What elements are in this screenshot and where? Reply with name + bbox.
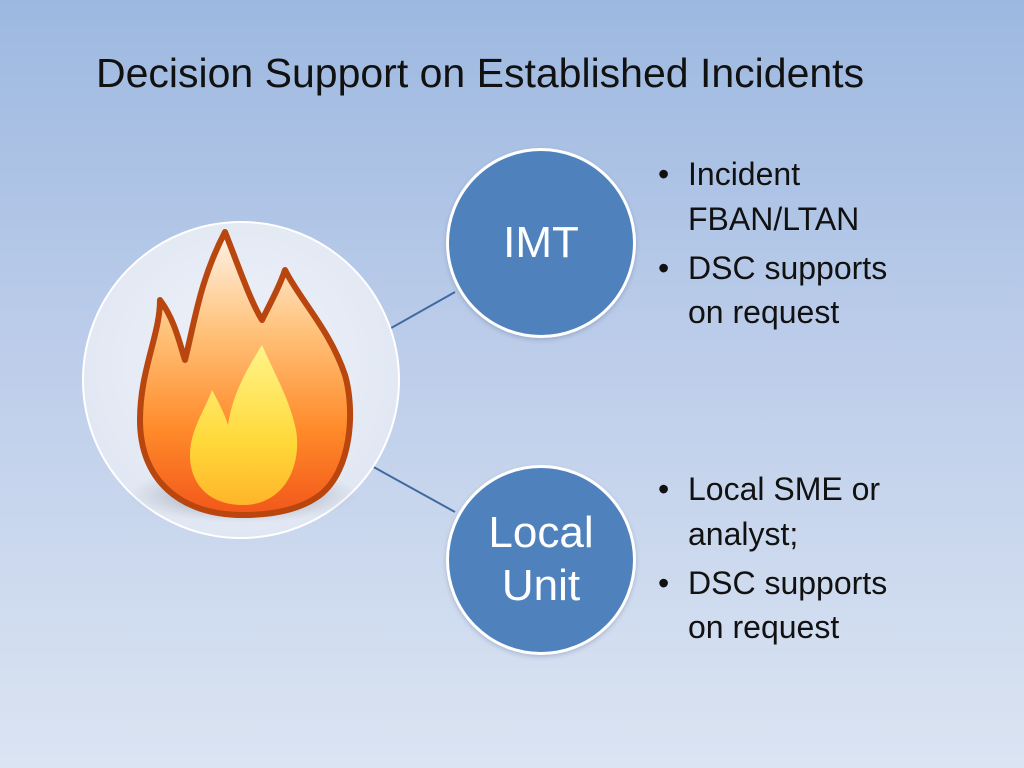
imt-bullet-list: • Incident FBAN/LTAN • DSC supports on r… <box>658 152 958 339</box>
list-item: • Incident FBAN/LTAN <box>658 152 958 242</box>
bullet-dot-icon: • <box>658 471 670 507</box>
list-item: • Local SME or analyst; <box>658 467 958 557</box>
flame-inner <box>190 345 298 505</box>
list-item: • DSC supports on request <box>658 246 958 336</box>
slide-title: Decision Support on Established Incident… <box>96 50 865 96</box>
list-item: • DSC supports on request <box>658 561 958 651</box>
local-unit-bullet-list: • Local SME or analyst; • DSC supports o… <box>658 467 958 654</box>
node-local-unit: Local Unit <box>446 465 636 655</box>
node-local-unit-label: Local Unit <box>488 508 594 610</box>
bullet-dot-icon: • <box>658 249 670 286</box>
node-imt: IMT <box>446 148 636 338</box>
bullet-dot-icon: • <box>658 156 670 192</box>
connector-local-unit <box>369 464 456 513</box>
node-imt-label: IMT <box>503 217 579 267</box>
bullet-dot-icon: • <box>658 564 670 601</box>
